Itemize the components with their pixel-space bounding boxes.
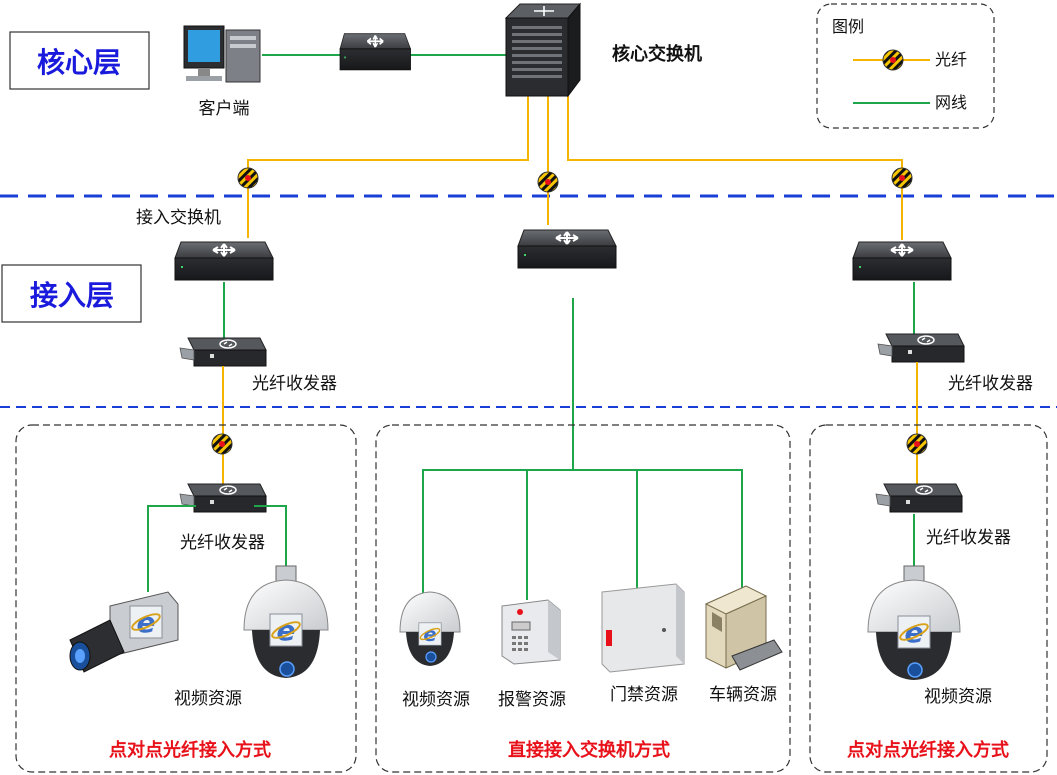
box3-transceiver (875, 483, 963, 513)
legend-network-label: 网线 (935, 93, 967, 112)
transceiver-left (179, 337, 267, 367)
fiber-marker-box1 (211, 433, 233, 455)
access-layer-box (1, 264, 142, 323)
box2-door-controller (601, 583, 685, 673)
box3-transceiver-label: 光纤收发器 (926, 528, 1011, 548)
access-switch-right (852, 235, 954, 281)
box1-link-to-bullet-cam (147, 505, 196, 592)
box1-transceiver-label: 光纤收发器 (180, 533, 265, 553)
box2-dome-camera (399, 591, 461, 666)
fiber-marker-right (891, 167, 913, 189)
access-layer-title: 接入层 (30, 279, 114, 312)
transceiver-right (877, 333, 965, 363)
fiber-marker-left (237, 167, 259, 189)
access-switch-label: 接入交换机 (136, 208, 221, 228)
box2-bus-outer (422, 469, 743, 594)
legend-title: 图例 (832, 17, 864, 36)
box2-alarm-panel (501, 599, 561, 665)
mode-right: 点对点光纤接入方式 (847, 739, 1009, 761)
client-computer (183, 25, 261, 83)
access-switch-left (174, 235, 276, 281)
edge-box-right (809, 424, 1048, 773)
client-side-switch (339, 27, 413, 71)
fiber-marker-box3 (906, 433, 928, 455)
box1-link-to-dome-cam (254, 505, 287, 572)
box2-vehicle-label: 车辆资源 (709, 685, 777, 705)
access-switch-middle (517, 223, 619, 269)
core-layer-title: 核心层 (37, 46, 121, 79)
box1-bullet-camera (69, 591, 179, 673)
core-switch-label: 核心交换机 (612, 43, 702, 65)
fiber-core-to-right (567, 90, 903, 240)
box2-door-label: 门禁资源 (610, 685, 678, 705)
transceiver-right-label: 光纤收发器 (948, 374, 1033, 394)
fiber-core-to-left (247, 90, 529, 238)
client-label: 客户端 (199, 99, 250, 119)
legend-fiber-label: 光纤 (935, 50, 967, 69)
mode-left: 点对点光纤接入方式 (109, 739, 271, 761)
edge-box-left (15, 424, 357, 773)
box2-video-label: 视频资源 (402, 690, 470, 710)
core-layer-box (9, 31, 150, 90)
edge-box-middle (375, 424, 791, 773)
box3-video-label: 视频资源 (924, 687, 992, 707)
box1-transceiver (179, 483, 267, 513)
legend-box (816, 3, 995, 129)
transceiver-left-label: 光纤收发器 (252, 374, 337, 394)
box3-dome-camera (867, 565, 961, 680)
core-switch (504, 2, 582, 98)
mode-middle: 直接接入交换机方式 (508, 739, 670, 761)
box2-vehicle-server (704, 585, 783, 671)
fiber-marker-middle (537, 171, 559, 193)
box1-dome-camera (243, 565, 329, 678)
box1-video-label: 视频资源 (174, 689, 242, 709)
box2-alarm-label: 报警资源 (498, 690, 566, 710)
legend-fiber-marker (882, 49, 904, 71)
